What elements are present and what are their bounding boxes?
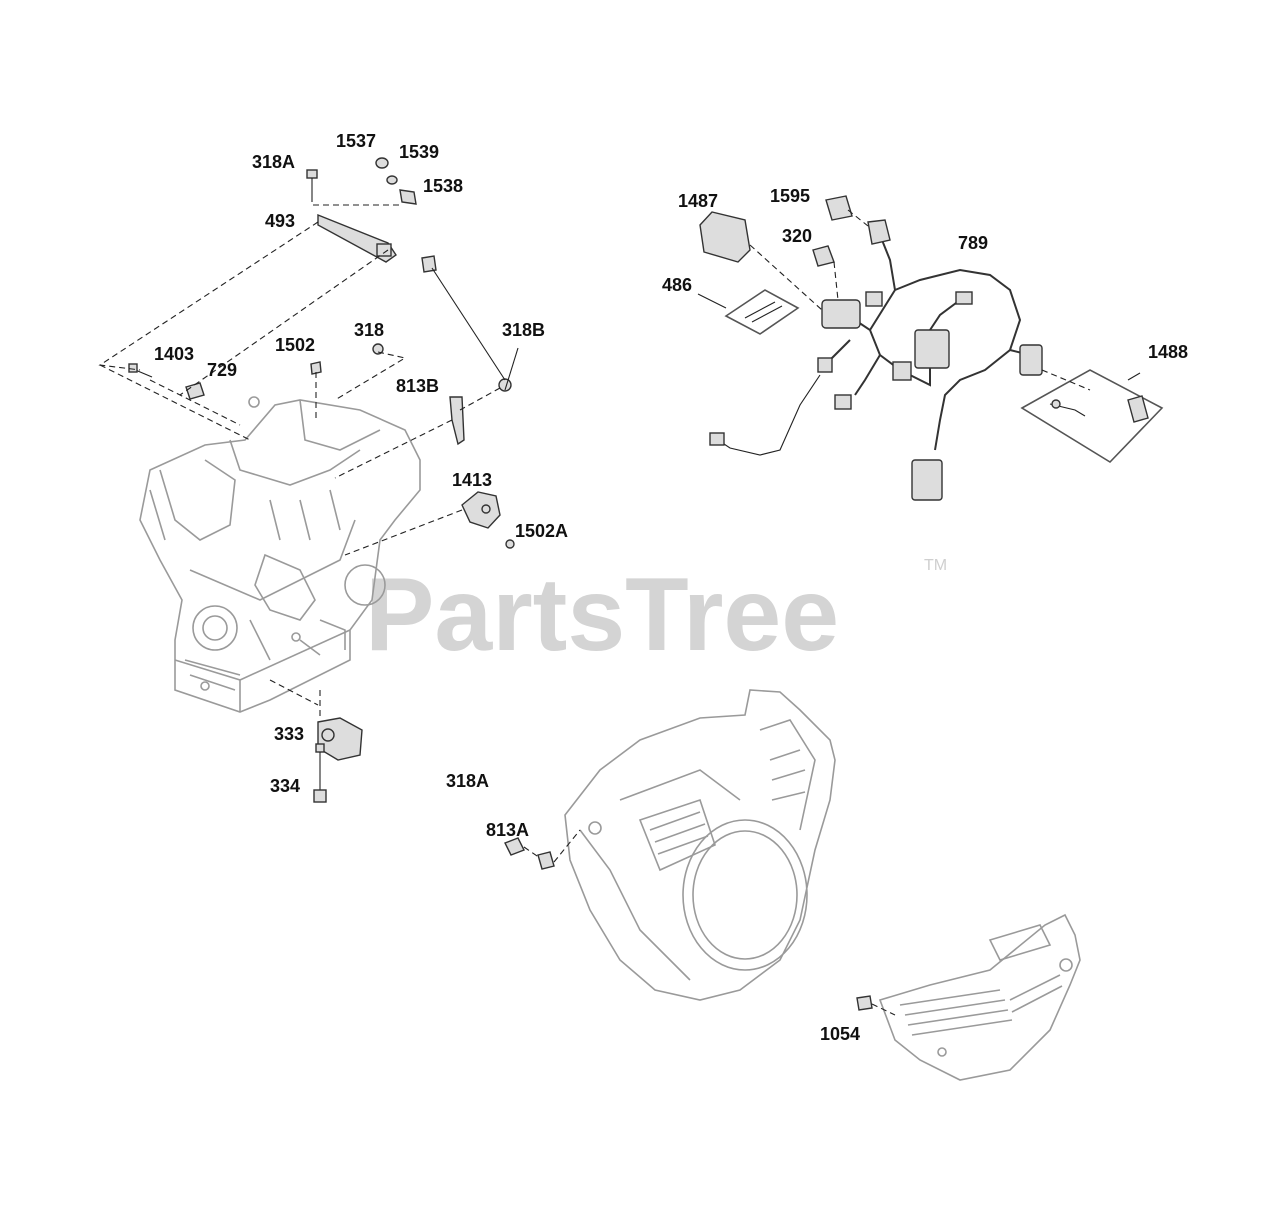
label-789: 789 bbox=[958, 233, 988, 253]
label-1538: 1538 bbox=[423, 176, 463, 196]
label-1502: 1502 bbox=[275, 335, 315, 355]
bolt-318a-top bbox=[306, 169, 318, 196]
label-813a: 813A bbox=[486, 820, 529, 840]
watermark-text: PartsTree bbox=[365, 557, 839, 673]
blower-housing bbox=[564, 689, 836, 1001]
label-1413: 1413 bbox=[452, 470, 492, 490]
label-1537: 1537 bbox=[336, 131, 376, 151]
label-1054: 1054 bbox=[820, 1024, 860, 1044]
label-318a-bottom: 318A bbox=[446, 771, 489, 791]
shroud-shield bbox=[856, 913, 1081, 1081]
label-1502a: 1502A bbox=[515, 521, 568, 541]
label-1403: 1403 bbox=[154, 344, 194, 364]
part-labels: 318A 1537 1539 1538 493 318B 318 1502 14… bbox=[154, 131, 1188, 1044]
label-318a-top: 318A bbox=[252, 152, 295, 172]
label-1488: 1488 bbox=[1148, 342, 1188, 362]
right-leaders bbox=[697, 209, 1141, 391]
label-813b: 813B bbox=[396, 376, 439, 396]
label-486: 486 bbox=[662, 275, 692, 295]
left-hardware bbox=[128, 157, 515, 803]
blower-hardware bbox=[504, 829, 581, 870]
label-729: 729 bbox=[207, 360, 237, 380]
watermark: PartsTree TM bbox=[365, 557, 947, 673]
left-leaders bbox=[98, 196, 519, 720]
label-493: 493 bbox=[265, 211, 295, 231]
crankcase-assembly bbox=[139, 396, 421, 713]
label-320: 320 bbox=[782, 226, 812, 246]
label-1487: 1487 bbox=[678, 191, 718, 211]
label-1595: 1595 bbox=[770, 186, 810, 206]
label-333: 333 bbox=[274, 724, 304, 744]
label-334: 334 bbox=[270, 776, 300, 796]
wiring-harness bbox=[699, 195, 1164, 501]
label-318b: 318B bbox=[502, 320, 545, 340]
watermark-trademark: TM bbox=[924, 557, 947, 574]
label-318: 318 bbox=[354, 320, 384, 340]
label-1539: 1539 bbox=[399, 142, 439, 162]
